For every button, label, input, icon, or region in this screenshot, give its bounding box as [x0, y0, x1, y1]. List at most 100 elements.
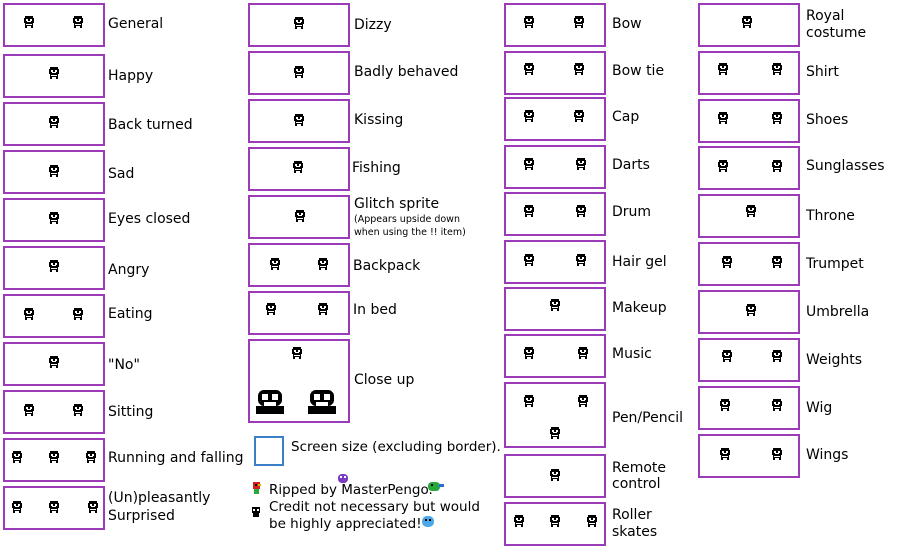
- tamagotchi-sprite: [512, 515, 526, 527]
- label-general: General: [108, 16, 164, 32]
- tamagotchi-sprite: [716, 63, 730, 75]
- tamagotchi-sprite: [22, 308, 36, 320]
- blue-creature-icon: [422, 516, 434, 527]
- tamagotchi-sprite: [522, 205, 536, 217]
- tamagotchi-sprite: [292, 17, 306, 29]
- tamagotchi-sprite: [22, 404, 36, 416]
- label-weights: Weights: [806, 352, 863, 368]
- label-makeup: Makeup: [612, 300, 667, 316]
- sprite-box-eating: [3, 294, 105, 338]
- sprite-box-badly-behaved: [248, 51, 350, 95]
- tamagotchi-sprite: [22, 16, 36, 28]
- label-in-bed: In bed: [353, 302, 397, 318]
- sprite-box-trumpet: [698, 242, 800, 286]
- tamagotchi-sprite: [572, 63, 586, 75]
- tamagotchi-sprite: [86, 501, 100, 513]
- tamagotchi-sprite: [740, 16, 754, 28]
- tamagotchi-sprite: [71, 308, 85, 320]
- tamagotchi-sprite: [293, 210, 307, 222]
- label-bow-tie: Bow tie: [612, 63, 665, 79]
- tamagotchi-closeup-sprite: [256, 390, 284, 414]
- label-wings: Wings: [806, 447, 849, 463]
- label-music: Music: [612, 346, 652, 362]
- tamagotchi-sprite: [292, 66, 306, 78]
- tamagotchi-sprite: [522, 395, 536, 407]
- sprite-box-sitting: [3, 390, 105, 434]
- sprite-box-umbrella: [698, 290, 800, 334]
- tamagotchi-sprite: [572, 110, 586, 122]
- tamagotchi-sprite: [268, 258, 282, 270]
- sprite-box-general: [3, 3, 105, 47]
- label-royal-2: costume: [806, 25, 867, 41]
- label-backpack: Backpack: [353, 258, 421, 274]
- sprite-box-sunglasses: [698, 146, 800, 190]
- tamagotchi-sprite: [47, 116, 61, 128]
- label-darts: Darts: [612, 157, 650, 173]
- sprite-box-drum: [504, 192, 606, 236]
- sprite-box-wings: [698, 434, 800, 478]
- label-wig: Wig: [806, 400, 833, 416]
- label-angry: Angry: [108, 262, 150, 278]
- tamagotchi-sprite: [522, 158, 536, 170]
- label-sunglasses: Sunglasses: [806, 158, 885, 174]
- tamagotchi-sprite: [718, 448, 732, 460]
- label-badly-behaved: Badly behaved: [354, 64, 459, 80]
- tamagotchi-sprite: [522, 63, 536, 75]
- label-sitting: Sitting: [108, 404, 154, 420]
- tamagotchi-sprite: [744, 304, 758, 316]
- tamagotchi-sprite: [84, 451, 98, 463]
- tamagotchi-sprite: [47, 165, 61, 177]
- tamagotchi-sprite: [47, 67, 61, 79]
- label-surprised-1: (Un)pleasantly: [108, 490, 211, 506]
- label-throne: Throne: [806, 208, 855, 224]
- credit-line-3: be highly appreciated!: [269, 516, 422, 532]
- sprite-box-shoes: [698, 99, 800, 143]
- label-sad: Sad: [108, 166, 135, 182]
- label-bow: Bow: [612, 16, 642, 32]
- tamagotchi-sprite: [770, 256, 784, 268]
- tamagotchi-sprite: [522, 347, 536, 359]
- credit-line-2: Credit not necessary but would: [269, 499, 480, 515]
- sprite-box-cap: [504, 97, 606, 141]
- tamagotchi-sprite: [574, 254, 588, 266]
- tamagotchi-sprite: [770, 399, 784, 411]
- sprite-box-bow-tie: [504, 51, 606, 95]
- label-remote-2: control: [612, 476, 661, 492]
- tamagotchi-sprite: [716, 160, 730, 172]
- tamagotchi-sprite: [572, 16, 586, 28]
- label-happy: Happy: [108, 68, 154, 84]
- tamagotchi-sprite: [47, 260, 61, 272]
- tamagotchi-sprite: [576, 347, 590, 359]
- sprite-box-darts: [504, 145, 606, 189]
- label-remote-1: Remote: [612, 460, 667, 476]
- label-fishing: Fishing: [352, 160, 401, 176]
- sprite-box-backpack: [248, 243, 350, 287]
- tamagotchi-sprite: [47, 356, 61, 368]
- tamagotchi-sprite: [291, 161, 305, 173]
- tamagotchi-sprite: [71, 404, 85, 416]
- tamagotchi-sprite: [290, 347, 304, 359]
- sprite-box-in-bed: [248, 291, 350, 335]
- screen-size-legend-box: [254, 436, 284, 466]
- tamagotchi-sprite: [47, 212, 61, 224]
- label-dizzy: Dizzy: [354, 17, 392, 33]
- tamagotchi-sprite: [716, 112, 730, 124]
- tamagotchi-sprite: [548, 299, 562, 311]
- note-glitch-2: when using the !! item): [354, 227, 466, 238]
- sprite-box-hair-gel: [504, 240, 606, 284]
- tamagotchi-sprite: [718, 399, 732, 411]
- sprite-box-shirt: [698, 51, 800, 95]
- label-pen-pencil: Pen/Pencil: [612, 410, 684, 426]
- small-sprite-icon: [252, 507, 260, 517]
- label-back-turned: Back turned: [108, 117, 193, 133]
- tamagotchi-closeup-sprite: [308, 390, 336, 414]
- label-shoes: Shoes: [806, 112, 849, 128]
- tamagotchi-sprite: [522, 16, 536, 28]
- note-glitch-1: (Appears upside down: [354, 214, 460, 225]
- label-umbrella: Umbrella: [806, 304, 870, 320]
- purple-creature-icon: [338, 474, 348, 483]
- label-eating: Eating: [108, 306, 153, 322]
- sprite-box-bow: [504, 3, 606, 47]
- tamagotchi-sprite: [548, 515, 562, 527]
- tamagotchi-sprite: [316, 258, 330, 270]
